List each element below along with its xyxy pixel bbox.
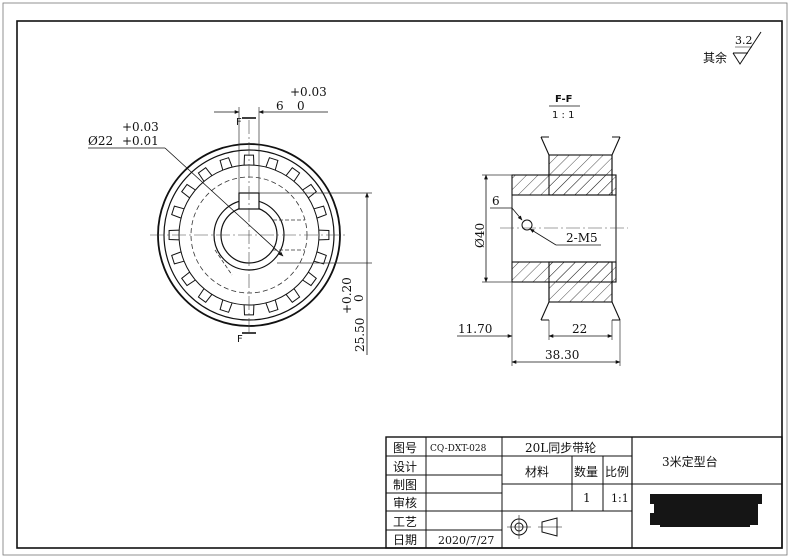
section-diameter-dim: Ø40 [473, 223, 487, 248]
surface-finish-symbol: 其余 3.2 [703, 31, 762, 65]
label-scale: 比例 [605, 465, 629, 479]
assembly-name: 3米定型台 [662, 454, 718, 469]
drawing-no-value: CQ-DXT-028 [430, 444, 487, 454]
screw-offset-dim: 6 [492, 194, 500, 208]
pulley-tooth [171, 205, 185, 219]
surface-roughness-value: 3.2 [735, 34, 753, 47]
section-title: F-F [555, 94, 573, 105]
part-name: 20L同步带轮 [525, 441, 596, 455]
pulley-tooth [197, 167, 213, 182]
bore-dia-dim: Ø22 [88, 134, 113, 148]
flange-left-top [540, 136, 550, 175]
pulley-tooth [168, 229, 180, 241]
pulley-teeth [168, 154, 330, 316]
keyway-depth-upper: +0.20 [340, 277, 354, 314]
screw-callout: 2-M5 [566, 231, 598, 245]
label-material: 材料 [525, 465, 549, 479]
keyway-width-upper: +0.03 [290, 85, 327, 99]
rim-upper-hatch [548, 154, 613, 196]
label-design: 设计 [393, 460, 417, 474]
label-quantity: 数量 [574, 464, 598, 479]
keyway-width-dim: 6 [276, 99, 284, 113]
pulley-tooth [219, 299, 233, 313]
keyway-width-lower: 0 [297, 99, 305, 113]
label-date: 日期 [393, 533, 417, 547]
projection-symbol-icon [507, 515, 562, 539]
hub-length-dim: 11.70 [458, 322, 492, 336]
total-length-dim: 38.30 [545, 348, 579, 362]
label-review: 审核 [393, 495, 417, 510]
section-view: F-F 1 : 1 Ø40 6 [457, 94, 628, 366]
pulley-tooth [302, 271, 317, 287]
pulley-tooth [197, 288, 213, 303]
front-view: F F 6 +0.03 0 Ø22 +0.03 +0.01 25.50 +0.2… [88, 85, 372, 355]
flange-right-top [611, 136, 621, 175]
scale-value: 1:1 [611, 492, 629, 505]
date-value: 2020/7/27 [438, 534, 494, 547]
redacted-area [650, 494, 762, 527]
pulley-tooth [265, 299, 279, 313]
pulley-tooth [313, 251, 327, 265]
quantity-value: 1 [583, 491, 591, 505]
pulley-tooth [313, 205, 327, 219]
set-screw-hole [521, 219, 533, 231]
flange-left-bottom [540, 282, 550, 321]
pulley-tooth [302, 183, 317, 199]
rim-lower-hatch [548, 261, 613, 303]
bore-dia-upper: +0.03 [122, 120, 159, 134]
label-process: 工艺 [393, 515, 417, 529]
surface-finish-label: 其余 [703, 50, 727, 65]
bore-dia-lower: +0.01 [122, 134, 159, 148]
pulley-tooth [219, 157, 233, 171]
section-mark-bottom: F [237, 334, 243, 345]
pulley-tooth [265, 157, 279, 171]
title-block: 图号 设计 制图 审核 工艺 日期 CQ-DXT-028 20L同步带轮 材料 … [385, 436, 783, 549]
pulley-tooth [181, 271, 196, 287]
keyway-depth-dim: 25.50 [353, 318, 367, 352]
tooth-width-dim: 22 [572, 322, 587, 336]
section-scale: 1 : 1 [552, 110, 574, 121]
pulley-tooth [171, 251, 185, 265]
label-draw: 制图 [393, 478, 417, 492]
pulley-tooth [285, 288, 301, 303]
flange-right-bottom [611, 282, 621, 321]
roughness-check-icon [732, 31, 762, 65]
pulley-tooth [181, 183, 196, 199]
label-drawing-no: 图号 [393, 441, 417, 455]
pulley-tooth [285, 167, 301, 182]
keyway-depth-lower: 0 [352, 294, 366, 302]
